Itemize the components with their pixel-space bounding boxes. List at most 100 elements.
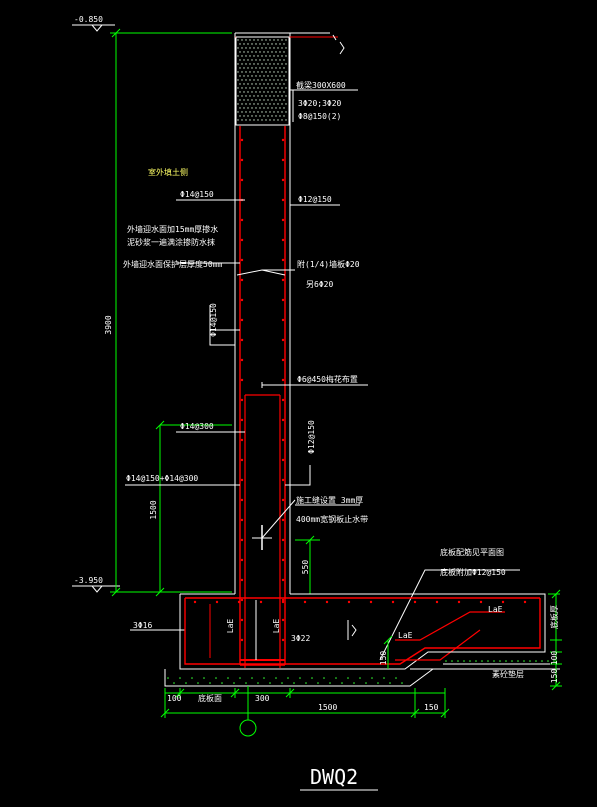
- beam-top-bars: 3Φ20;3Φ20: [298, 99, 342, 108]
- wall-rebar-dot: [281, 598, 285, 602]
- dim-h100a: 100: [550, 651, 559, 666]
- beam-hatch-dot: [249, 119, 251, 121]
- pad-hatch-dot: [529, 660, 531, 662]
- beam-hatch-dot: [269, 79, 271, 81]
- base-slab: [179, 593, 546, 670]
- beam-hatch-dot: [283, 67, 285, 69]
- wall-rebar-dot: [281, 378, 285, 382]
- bottom-dimensions: [160, 686, 450, 720]
- beam-hatch-dot: [257, 63, 259, 65]
- beam-hatch-dot: [241, 95, 243, 97]
- beam-hatch-dot: [269, 95, 271, 97]
- beam-hatch-dot: [243, 59, 245, 61]
- wall-rebar-dot: [281, 518, 285, 522]
- beam-hatch-dot: [261, 103, 263, 105]
- waterproof-note-1: 外墙迎水面加15mm厚掺水: [127, 224, 218, 234]
- beam-hatch-dot: [239, 51, 241, 53]
- beam-hatch-dot: [263, 91, 265, 93]
- beam-hatch-dot: [257, 47, 259, 49]
- pad-hatch-dot: [317, 682, 319, 684]
- wall-rebar-dot: [281, 458, 285, 462]
- beam-hatch-dot: [271, 43, 273, 45]
- beam-hatch-dot: [245, 55, 247, 57]
- beam-hatch-dot: [251, 43, 253, 45]
- beam-hatch-dot: [245, 47, 247, 49]
- wall-rebar-dot: [240, 598, 244, 602]
- wall-rebar-dot: [240, 538, 244, 542]
- beam-hatch-dot: [273, 79, 275, 81]
- beam-hatch-dot: [261, 79, 263, 81]
- beam-hatch-dot: [283, 107, 285, 109]
- wall-outline: [234, 32, 345, 594]
- pad-hatch-dot: [469, 660, 471, 662]
- beam-hatch-dot: [267, 107, 269, 109]
- beam-hatch-dot: [239, 59, 241, 61]
- pad-hatch-dot: [511, 660, 513, 662]
- dim-wall-thickness: 300: [255, 694, 270, 703]
- construction-joint: [252, 499, 296, 550]
- drawing-title: DWQ2: [310, 765, 358, 789]
- wall-rebar-dot: [240, 578, 244, 582]
- step-dimension: [295, 535, 320, 594]
- beam-hatch-dot: [245, 79, 247, 81]
- pad-hatch-dot: [251, 677, 253, 679]
- beam-hatch-dot: [273, 95, 275, 97]
- wall-rebar-dot: [240, 458, 244, 462]
- slab-rebar-dot: [259, 600, 263, 604]
- lae-label-3: LaE: [398, 631, 413, 640]
- pad-hatch-dot: [281, 682, 283, 684]
- pad-hatch-dot: [541, 660, 543, 662]
- wall-rebar-dot: [281, 638, 285, 642]
- beam-hatch-dot: [255, 67, 257, 69]
- beam-hatch-dot: [249, 95, 251, 97]
- beam-hatch-dot: [251, 99, 253, 101]
- beam-hatch-dot: [283, 115, 285, 117]
- pad-layer: [164, 651, 560, 687]
- beam-hatch-dot: [263, 43, 265, 45]
- beam-hatch-dot: [277, 71, 279, 73]
- beam-hatch-dot: [255, 43, 257, 45]
- pad-hatch-dot: [353, 682, 355, 684]
- wall-rebar-dot: [240, 558, 244, 562]
- beam-hatch-dot: [247, 51, 249, 53]
- beam-hatch-dot: [275, 107, 277, 109]
- beam-hatch-dot: [249, 111, 251, 113]
- pad-hatch-dot: [377, 682, 379, 684]
- pad-hatch-dot: [475, 660, 477, 662]
- pad-hatch-dot: [179, 677, 181, 679]
- beam-hatch-dot: [271, 91, 273, 93]
- beam-hatch-dot: [269, 87, 271, 89]
- beam-hatch-dot: [269, 63, 271, 65]
- pad-hatch-dot: [535, 660, 537, 662]
- beam-hatch-dot: [261, 119, 263, 121]
- beam-hatch-dot: [281, 95, 283, 97]
- wall-rebar-dot: [240, 438, 244, 442]
- pad-hatch-dot: [233, 682, 235, 684]
- beam-hatch-dot: [255, 75, 257, 77]
- beam-hatch-dot: [245, 103, 247, 105]
- beam-hatch-dot: [243, 75, 245, 77]
- pad-hatch-dot: [359, 677, 361, 679]
- beam-hatch-dot: [259, 51, 261, 53]
- beam-hatch-dot: [261, 95, 263, 97]
- crown-beam: [235, 36, 290, 126]
- beam-hatch-dot: [241, 103, 243, 105]
- beam-hatch-dot: [259, 107, 261, 109]
- beam-hatch-dot: [269, 55, 271, 57]
- beam-hatch-dot: [285, 55, 287, 57]
- beam-hatch-dot: [241, 119, 243, 121]
- beam-hatch-dot: [281, 55, 283, 57]
- beam-hatch-dot: [271, 115, 273, 117]
- beam-hatch-dot: [277, 111, 279, 113]
- pad-hatch-dot: [287, 677, 289, 679]
- beam-hatch-dot: [273, 47, 275, 49]
- beam-hatch-dot: [279, 59, 281, 61]
- beam-hatch-dot: [257, 39, 259, 41]
- beam-hatch-dot: [277, 95, 279, 97]
- beam-hatch-dot: [257, 87, 259, 89]
- wall-rebar-dot: [281, 398, 285, 402]
- beam-hatch-dot: [243, 67, 245, 69]
- beam-hatch-dot: [243, 107, 245, 109]
- beam-hatch-dot: [285, 87, 287, 89]
- beam-hatch-dot: [279, 99, 281, 101]
